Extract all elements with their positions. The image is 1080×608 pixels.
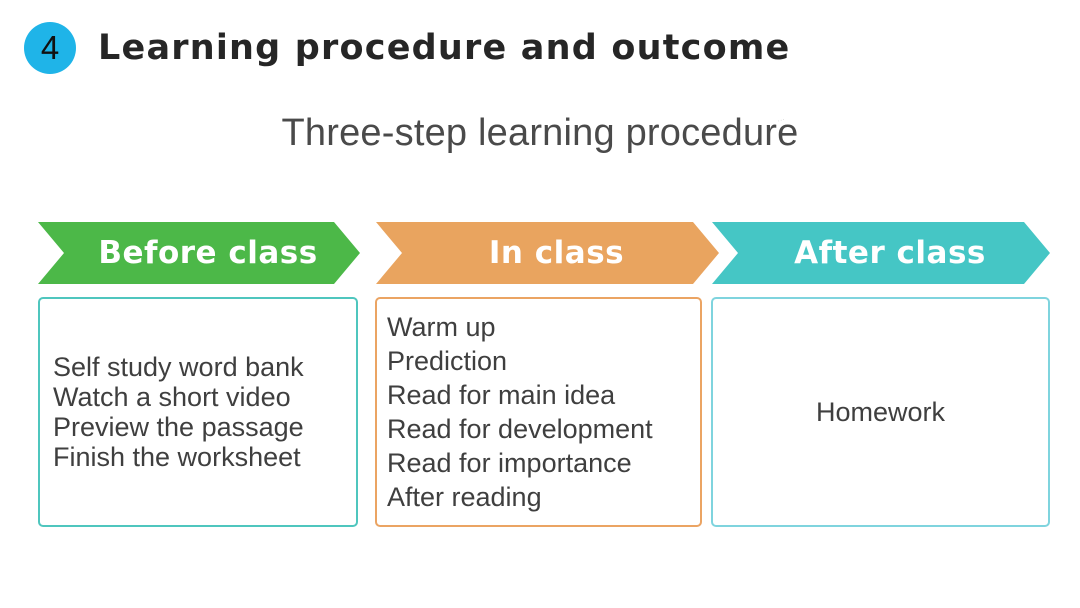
subtitle-row: Three-step learning procedure ···	[0, 112, 1080, 155]
stage-banner-row: Before class In class After class	[38, 222, 1050, 284]
list-item: Homework	[815, 397, 946, 427]
stage-banner-label: Before class	[98, 235, 318, 271]
list-item: Prediction	[387, 346, 508, 376]
subtitle: Three-step learning procedure ···	[282, 112, 799, 155]
stage-banner-before-class: Before class	[38, 222, 360, 284]
list-item: Read for importance	[387, 448, 632, 478]
list-item: Read for development	[387, 414, 653, 444]
slide-header: 4 Learning procedure and outcome	[0, 0, 1080, 96]
stage-banner-label: After class	[794, 235, 986, 271]
step-number-label: 4	[40, 28, 60, 66]
list-item: Self study word bank	[53, 352, 304, 382]
list-item: Preview the passage	[53, 412, 304, 442]
list-item: Read for main idea	[387, 380, 616, 410]
stage-content-after-class: Homework	[711, 297, 1050, 527]
stage-banner-after-class: After class	[712, 222, 1050, 284]
list-item: Finish the worksheet	[53, 442, 301, 472]
list-item: After reading	[387, 482, 542, 512]
stage-content-row: Self study word bank Watch a short video…	[38, 297, 1050, 527]
list-item: Watch a short video	[53, 382, 291, 412]
step-number-badge: 4	[24, 22, 76, 74]
stage-banner-label: In class	[488, 235, 625, 271]
stage-content-in-class: Warm up Prediction Read for main idea Re…	[375, 297, 702, 527]
subtitle-text: Three-step learning procedure	[281, 112, 799, 154]
page-title: Learning procedure and outcome	[98, 28, 791, 68]
list-item: Warm up	[387, 312, 496, 342]
stage-banner-in-class: In class	[376, 222, 719, 284]
stage-content-before-class: Self study word bank Watch a short video…	[38, 297, 358, 527]
